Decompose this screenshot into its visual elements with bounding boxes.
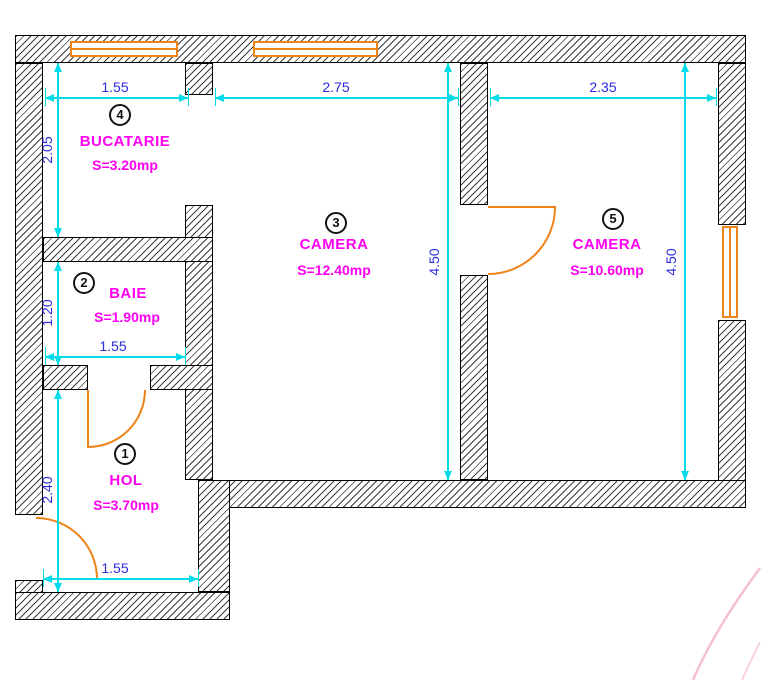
dimline-baie-width	[45, 353, 185, 361]
door-leaf-camera5	[488, 206, 556, 208]
door-leaf-baie	[87, 390, 89, 448]
dim-tick	[458, 88, 459, 106]
dim-label-camera5-height: 4.50	[663, 248, 679, 276]
dimline-camera3-height	[444, 63, 452, 480]
wall-hol-bottom	[15, 592, 230, 620]
dimline-baie-height	[54, 262, 62, 365]
wall-top	[15, 35, 746, 63]
wall-baie-hol-left	[43, 365, 88, 390]
wall-divider-upper	[460, 63, 488, 205]
dim-label-camera3-height: 4.50	[426, 248, 442, 276]
dimline-camera5-height	[681, 63, 689, 480]
dim-tick	[185, 347, 186, 365]
room-area-camera5: S=10.60mp	[570, 262, 644, 278]
wall-left-upper	[15, 63, 43, 515]
dim-tick	[215, 88, 216, 106]
wall-baie-hol-right	[150, 365, 213, 390]
room-name-hol: HOL	[109, 472, 143, 489]
dim-label-kitchen-width: 1.55	[101, 79, 129, 95]
dimline-camera5-width	[490, 94, 716, 102]
wall-divider-lower	[460, 275, 488, 480]
door-arc-camera5	[488, 207, 556, 275]
dim-label-camera3-width: 2.75	[322, 79, 350, 95]
room-name-bucatarie: BUCATARIE	[79, 133, 171, 150]
door-arc-baie	[88, 390, 146, 448]
room-number-camera5: 5	[602, 208, 624, 230]
room-area-camera3: S=12.40mp	[297, 262, 371, 278]
room-name-baie: BAIE	[109, 285, 147, 302]
wall-kitchen-baie	[43, 237, 213, 262]
room-number-bucatarie: 4	[109, 104, 131, 126]
dimline-hol-height	[54, 390, 62, 592]
dim-tick	[716, 88, 717, 106]
room-name-camera5: CAMERA	[572, 236, 642, 253]
window-kitchen-top	[70, 41, 178, 57]
dim-tick	[45, 347, 46, 365]
room-area-hol: S=3.70mp	[93, 497, 159, 513]
wall-right-lower	[718, 320, 746, 508]
dimline-kitchen-width	[45, 94, 188, 102]
dim-tick	[43, 569, 44, 587]
room-number-baie: 2	[73, 272, 95, 294]
dim-label-hol-height: 2.40	[39, 476, 55, 504]
dim-label-camera5-width: 2.35	[589, 79, 617, 95]
dimline-kitchen-height	[54, 63, 62, 237]
room-number-camera3: 3	[325, 212, 347, 234]
wall-hol-right	[198, 480, 230, 592]
window-camera3-top	[253, 41, 378, 57]
wall-bottom-main	[198, 480, 746, 508]
dim-label-baie-height: 1.20	[39, 299, 55, 327]
dim-tick	[198, 569, 199, 587]
room-area-baie: S=1.90mp	[94, 309, 160, 325]
room-name-camera3: CAMERA	[299, 236, 369, 253]
dim-tick	[188, 88, 189, 106]
dimline-hol-width	[43, 575, 198, 583]
room-number-hol: 1	[114, 443, 136, 465]
dim-label-baie-width: 1.55	[99, 338, 127, 354]
dim-label-hol-width: 1.55	[101, 560, 129, 576]
wall-right-upper	[718, 63, 746, 225]
room-area-bucatarie: S=3.20mp	[92, 157, 158, 173]
window-camera5-right	[722, 226, 738, 318]
wall-kitchen-right-stub	[185, 63, 213, 95]
dim-label-kitchen-height: 2.05	[39, 136, 55, 164]
dim-tick	[490, 88, 491, 106]
dim-tick	[45, 88, 46, 106]
dimline-camera3-width	[215, 94, 458, 102]
